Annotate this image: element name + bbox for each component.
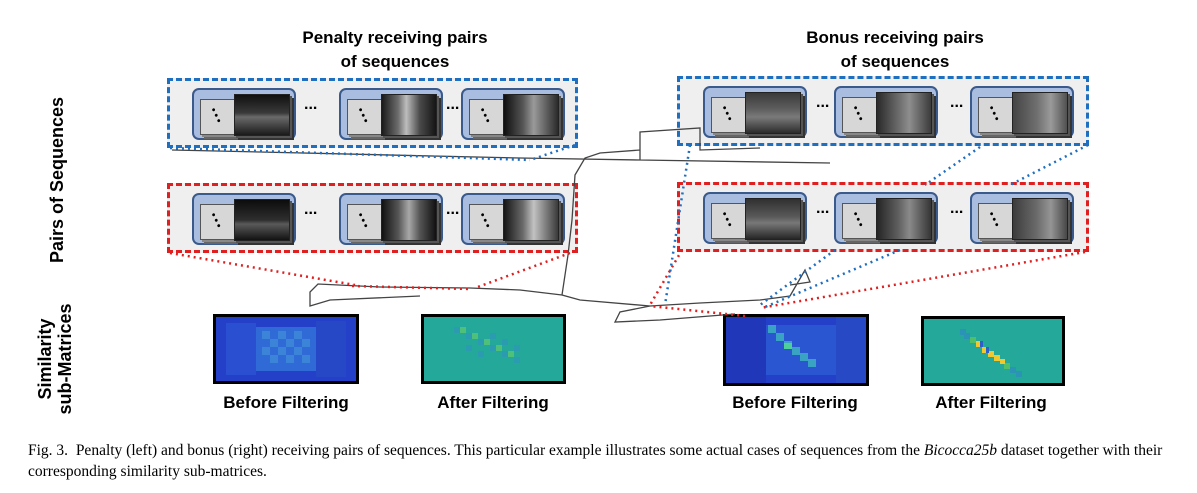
figure: Penalty receiving pairs of sequences Bon…	[35, 28, 1089, 415]
ellipsis: ...	[816, 200, 830, 217]
connector-lines	[169, 127, 1089, 323]
sequence-pair-card: •••	[339, 193, 443, 245]
caption-text-start: Penalty (left) and bonus (right) receivi…	[75, 442, 924, 459]
ellipsis: ...	[950, 94, 964, 111]
sequence-pair-card: •••	[970, 192, 1074, 244]
sequence-pair-card: •••	[703, 86, 807, 138]
caption-text-end: dataset together with their correspondin…	[28, 442, 1163, 480]
sequence-pair-card: •••	[703, 192, 807, 244]
penalty-title: Penalty receiving pairs of sequences	[302, 28, 488, 71]
similarity-matrix-bonus-before	[723, 314, 869, 386]
similarity-matrix-penalty-after	[421, 314, 566, 384]
sequence-pair-card: •••	[461, 88, 565, 140]
sequence-pair-card: •••	[461, 193, 565, 245]
trajectory-path	[171, 127, 831, 323]
sequence-pair-card: •••	[970, 86, 1074, 138]
similarity-matrix-bonus-after	[921, 316, 1065, 386]
ellipsis: ...	[816, 94, 830, 111]
ellipsis: ...	[446, 201, 460, 218]
similarity-matrix-penalty-before	[213, 314, 359, 384]
figure-caption: Fig. 3. Penalty (left) and bonus (right)…	[28, 440, 1178, 482]
matrix-label-bonus-after: After Filtering	[935, 393, 1047, 412]
sequence-pair-card: •••	[192, 88, 296, 140]
sequence-pair-card: •••	[834, 192, 938, 244]
ellipsis: ...	[950, 200, 964, 217]
matrix-label-penalty-before: Before Filtering	[223, 393, 349, 412]
sequence-pair-card: •••	[339, 88, 443, 140]
bonus-title: Bonus receiving pairs of sequences	[806, 28, 984, 71]
matrix-label-bonus-before: Before Filtering	[732, 393, 858, 412]
caption-dataset-name: Bicocca25b	[923, 442, 998, 459]
ellipsis: ...	[304, 201, 318, 218]
sequence-pair-card: •••	[192, 193, 296, 245]
ellipsis: ...	[304, 96, 318, 113]
sequence-pair-card: •••	[834, 86, 938, 138]
caption-prefix: Fig. 3.	[28, 442, 69, 459]
matrix-label-penalty-after: After Filtering	[437, 393, 549, 412]
ellipsis: ...	[446, 96, 460, 113]
